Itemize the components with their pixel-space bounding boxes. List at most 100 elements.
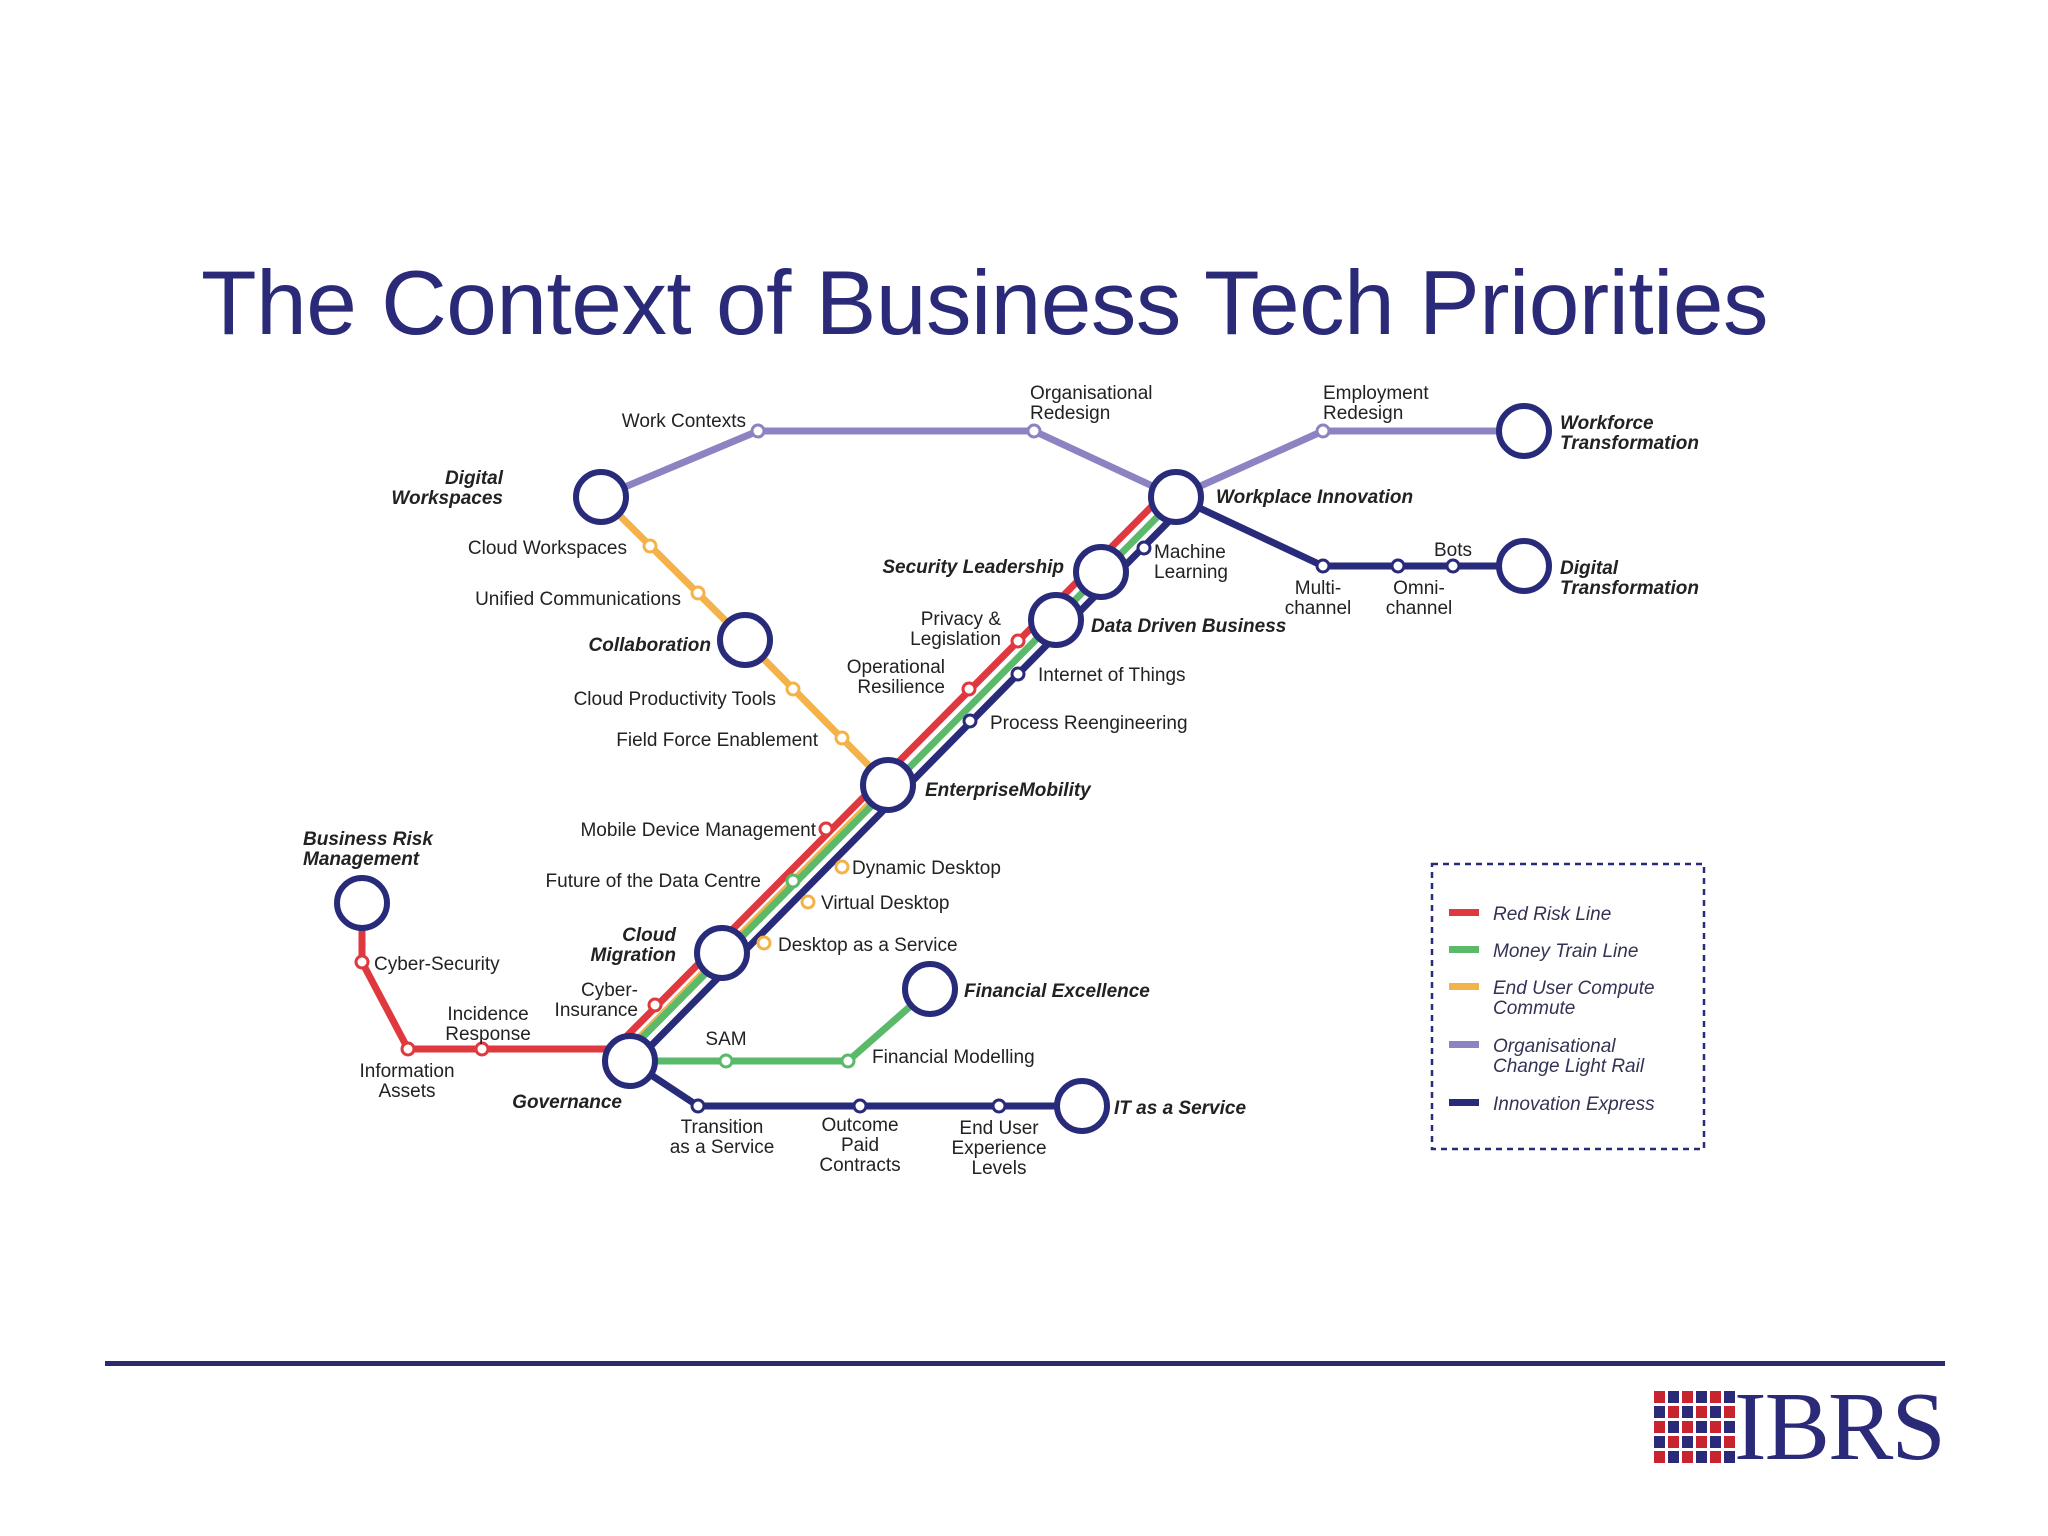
- hub-label-financial-excellence: Financial Excellence: [964, 981, 1150, 1002]
- station-privacy-legislation: [1010, 633, 1026, 649]
- label-virtual-desktop: Virtual Desktop: [821, 893, 950, 914]
- station-bots: [1445, 558, 1461, 574]
- station-information-assets: [400, 1041, 416, 1057]
- station-cloud-productivity-tools: [785, 681, 801, 697]
- footer-rule: [105, 1361, 1945, 1366]
- label-future-data-centre: Future of the Data Centre: [546, 871, 761, 892]
- station-dynamic-desktop: [834, 859, 850, 875]
- label-work-contexts: Work Contexts: [622, 411, 746, 432]
- label-cyber-insurance: Cyber-Insurance: [555, 980, 638, 1021]
- label-process-reengineering: Process Reengineering: [990, 713, 1188, 734]
- legend-swatch: [1449, 909, 1479, 916]
- hub-financial-excellence: [902, 961, 958, 1017]
- hub-business-risk-management: [334, 875, 390, 931]
- hub-security-leadership: [1073, 544, 1129, 600]
- legend-label: Money Train Line: [1493, 941, 1638, 962]
- station-omni-channel: [1390, 558, 1406, 574]
- station-virtual-desktop: [800, 894, 816, 910]
- hub-label-enterprise-mobility: EnterpriseMobility: [925, 780, 1092, 801]
- hub-collaboration: [717, 612, 773, 668]
- label-dynamic-desktop: Dynamic Desktop: [852, 858, 1001, 879]
- station-sam: [718, 1053, 734, 1069]
- hub-label-collaboration: Collaboration: [589, 635, 711, 656]
- hub-data-driven-business: [1028, 592, 1084, 648]
- label-cyber-security: Cyber-Security: [374, 954, 500, 975]
- purple-line: [597, 427, 1528, 501]
- label-desktop-as-a-service: Desktop as a Service: [778, 935, 958, 956]
- station-field-force-enablement: [834, 730, 850, 746]
- station-operational-resilience: [961, 681, 977, 697]
- label-omni-channel: Omni-channel: [1386, 578, 1453, 619]
- label-bots: Bots: [1434, 540, 1472, 561]
- hub-it-as-a-service: [1054, 1078, 1110, 1134]
- station-mobile-device-management: [818, 821, 834, 837]
- station-employment-redesign: [1315, 423, 1331, 439]
- legend-swatch: [1449, 946, 1479, 953]
- hub-label-data-driven-business: Data Driven Business: [1091, 616, 1286, 637]
- label-sam: SAM: [705, 1029, 746, 1050]
- hub-markers: [334, 403, 1552, 1134]
- legend-swatch: [1449, 1041, 1479, 1048]
- station-unified-communications: [690, 585, 706, 601]
- label-mobile-device-management: Mobile Device Management: [580, 820, 816, 841]
- station-process-reengineering: [962, 713, 978, 729]
- legend-label: Red Risk Line: [1493, 904, 1611, 925]
- station-internet-of-things: [1010, 666, 1026, 682]
- hub-label-governance: Governance: [512, 1092, 622, 1113]
- station-work-contexts: [750, 423, 766, 439]
- station-desktop-as-a-service: [756, 935, 772, 951]
- station-financial-modelling: [840, 1053, 856, 1069]
- hub-digital-workspaces: [573, 469, 629, 525]
- hub-label-security-leadership: Security Leadership: [882, 557, 1064, 578]
- hub-cloud-migration: [694, 925, 750, 981]
- station-markers: [354, 423, 1461, 1114]
- station-cyber-security: [354, 954, 370, 970]
- hub-workforce-transformation: [1496, 403, 1552, 459]
- station-organisational-redesign: [1026, 423, 1042, 439]
- hub-digital-transformation: [1496, 538, 1552, 594]
- label-unified-communications: Unified Communications: [475, 589, 681, 610]
- station-transition-as-a-service: [690, 1098, 706, 1114]
- label-privacy-legislation: Privacy &Legislation: [910, 609, 1001, 650]
- hub-governance: [602, 1033, 658, 1089]
- logo-grid-icon: [1654, 1391, 1735, 1463]
- legend-swatch: [1449, 983, 1479, 990]
- hub-workplace-innovation: [1148, 469, 1204, 525]
- label-cloud-productivity-tools: Cloud Productivity Tools: [574, 689, 776, 710]
- page-title: The Context of Business Tech Priorities: [201, 253, 1769, 354]
- station-cyber-insurance: [647, 997, 663, 1013]
- station-cloud-workspaces: [642, 538, 658, 554]
- ibrs-logo-mark: [1654, 1391, 1735, 1463]
- hub-label-it-as-a-service: IT as a Service: [1114, 1098, 1246, 1119]
- red-branch: [358, 899, 634, 1053]
- legend-border: [1430, 862, 1706, 1151]
- legend-label: Innovation Express: [1493, 1094, 1655, 1115]
- station-end-user-experience-levels: [991, 1098, 1007, 1114]
- station-machine-learning: [1136, 540, 1152, 556]
- station-incidence-response: [474, 1041, 490, 1057]
- station-outcome-paid-contracts: [852, 1098, 868, 1114]
- hub-enterprise-mobility: [860, 757, 916, 813]
- navy-branches: [626, 493, 1528, 1110]
- station-future-data-centre: [785, 873, 801, 889]
- hub-label-workplace-innovation: Workplace Innovation: [1216, 487, 1413, 508]
